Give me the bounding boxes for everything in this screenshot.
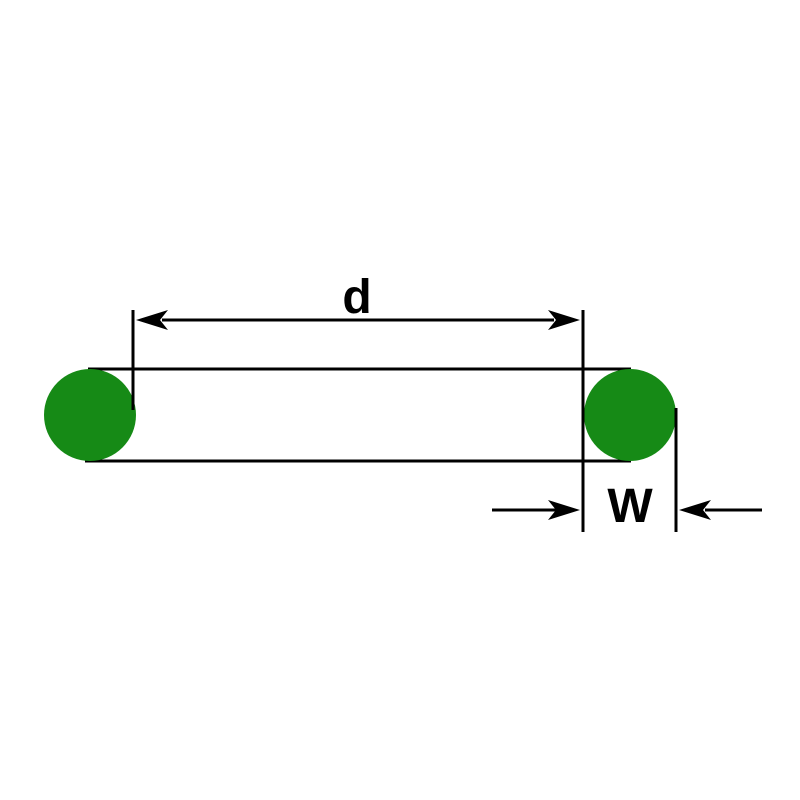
arrowheads	[136, 310, 711, 520]
right-ring-cross-section	[584, 369, 676, 461]
w-arrowhead-right	[679, 500, 711, 520]
tangent-lines	[85, 367, 631, 463]
inner-diameter-label: d	[342, 271, 371, 324]
d-arrowhead-right	[548, 310, 580, 330]
d-arrowhead-left	[136, 310, 168, 330]
dimension-lines	[131, 310, 762, 532]
left-ring-cross-section	[44, 369, 136, 461]
w-arrowhead-left	[548, 500, 580, 520]
cross-section-width-label: W	[607, 480, 653, 533]
